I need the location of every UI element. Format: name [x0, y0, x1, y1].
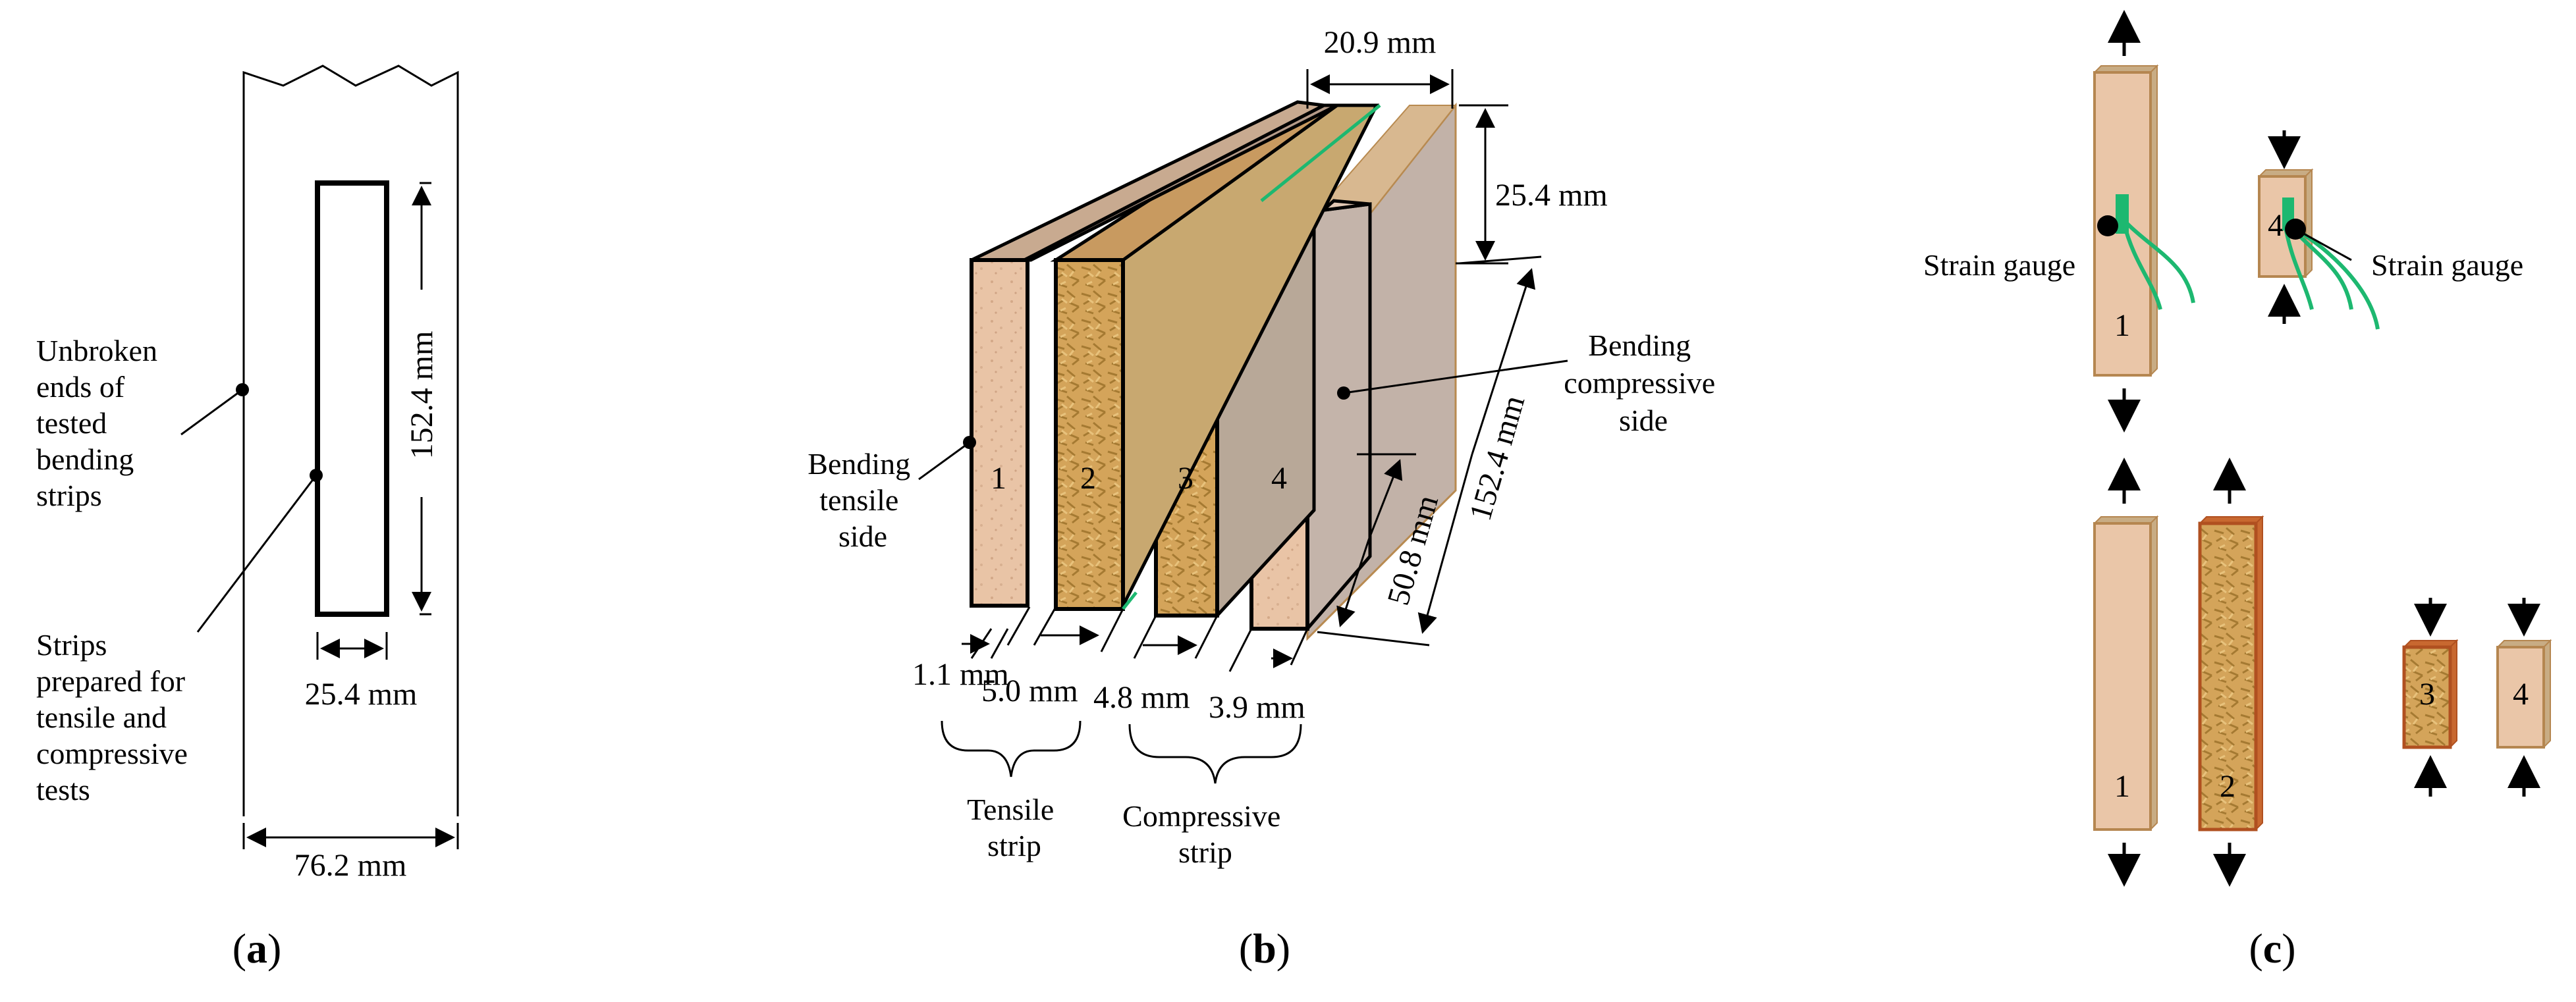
- dim-t3: 4.8 mm: [1093, 680, 1190, 715]
- c-bot-num-4: 4: [2513, 677, 2529, 712]
- dim-t4: 3.9 mm: [1209, 690, 1305, 725]
- dim-right-top-label: 25.4 mm: [1495, 178, 1608, 213]
- c-bot-num-3: 3: [2419, 677, 2435, 712]
- strip-num-3: 3: [1178, 461, 1193, 496]
- c-bot-num-1: 1: [2114, 769, 2130, 804]
- dim-length-label: 152.4 mm: [1463, 392, 1532, 525]
- dim-total-width-label: 76.2 mm: [294, 848, 407, 883]
- c-top-num-4: 4: [2268, 208, 2284, 243]
- c-bot-strip4: [2496, 646, 2545, 749]
- c-gauge-point-1: [2097, 215, 2118, 236]
- unbroken-leader: [180, 388, 243, 436]
- strip-num-2: 2: [1080, 461, 1096, 496]
- dim-length-line: [1317, 255, 1542, 646]
- strip-num-4: 4: [1271, 461, 1287, 496]
- dim-height-label: 152.4 mm: [404, 331, 439, 460]
- unbroken-label: Unbroken ends of tested bending strips: [36, 334, 165, 512]
- c-bot-num-2: 2: [2220, 769, 2235, 804]
- tensile-brace: [941, 720, 1082, 778]
- gauge-top-1: [1260, 104, 1381, 202]
- caption-c: (c): [2249, 925, 2295, 972]
- dim-strip-width-label: 25.4 mm: [305, 677, 418, 712]
- c-gauge-leader-4: [2295, 228, 2352, 261]
- compressive-side-leader: [1343, 359, 1568, 394]
- dim-t1: 1.1 mm: [912, 657, 1009, 692]
- compressive-strip-label: Compressive strip: [1122, 799, 1288, 869]
- tensile-strip-label: Tensile strip: [967, 793, 1062, 862]
- tensile-side-label: Bending tensile side: [808, 447, 918, 553]
- caption-b: (b): [1239, 925, 1290, 972]
- strip-2-face: [1054, 258, 1125, 611]
- panel-a: 152.4 mm 25.4 mm 76.2 mm Unbroken ends o…: [36, 65, 459, 972]
- dim-top-line: [1306, 69, 1454, 109]
- strip-1-face: [970, 258, 1029, 608]
- c-gauge-wire-1: [2122, 222, 2195, 310]
- panel-c: 1 Strain gauge 4 Strain gauge 1 2: [1923, 10, 2552, 972]
- c-bot-strip3: [2402, 645, 2452, 749]
- tensile-side-leader: [918, 441, 970, 481]
- dim-strip-width-line: [316, 632, 388, 660]
- strips-label: Strips prepared for tensile and compress…: [36, 628, 195, 806]
- dim-top-label: 20.9 mm: [1324, 25, 1437, 60]
- dim-height-line: [412, 182, 431, 616]
- compressive-side-label: Bending compressive side: [1564, 329, 1722, 437]
- strip-rectangle: [315, 180, 389, 617]
- dim-total-width-line: [242, 823, 459, 849]
- caption-a: (a): [233, 925, 282, 972]
- c-bot-strip1: [2093, 522, 2152, 831]
- strain-gauge-right: Strain gauge: [2371, 248, 2523, 282]
- gauge-line-2: [1122, 591, 1137, 610]
- c-bot-strip2: [2198, 521, 2258, 831]
- strip-num-1: 1: [991, 461, 1006, 496]
- panel-b: 1 2 3 4 20.9 mm 25.4 mm 152.4 mm: [808, 25, 1722, 972]
- compressive-brace: [1128, 724, 1302, 784]
- c-top-num-1: 1: [2114, 308, 2130, 343]
- strain-gauge-left: Strain gauge: [1923, 248, 2075, 282]
- strips-leader: [196, 475, 317, 633]
- board-outline: [242, 65, 459, 816]
- thickness-ticks: [962, 606, 1309, 672]
- dim-t2: 5.0 mm: [981, 673, 1078, 708]
- dim-mid-line: [1336, 453, 1416, 627]
